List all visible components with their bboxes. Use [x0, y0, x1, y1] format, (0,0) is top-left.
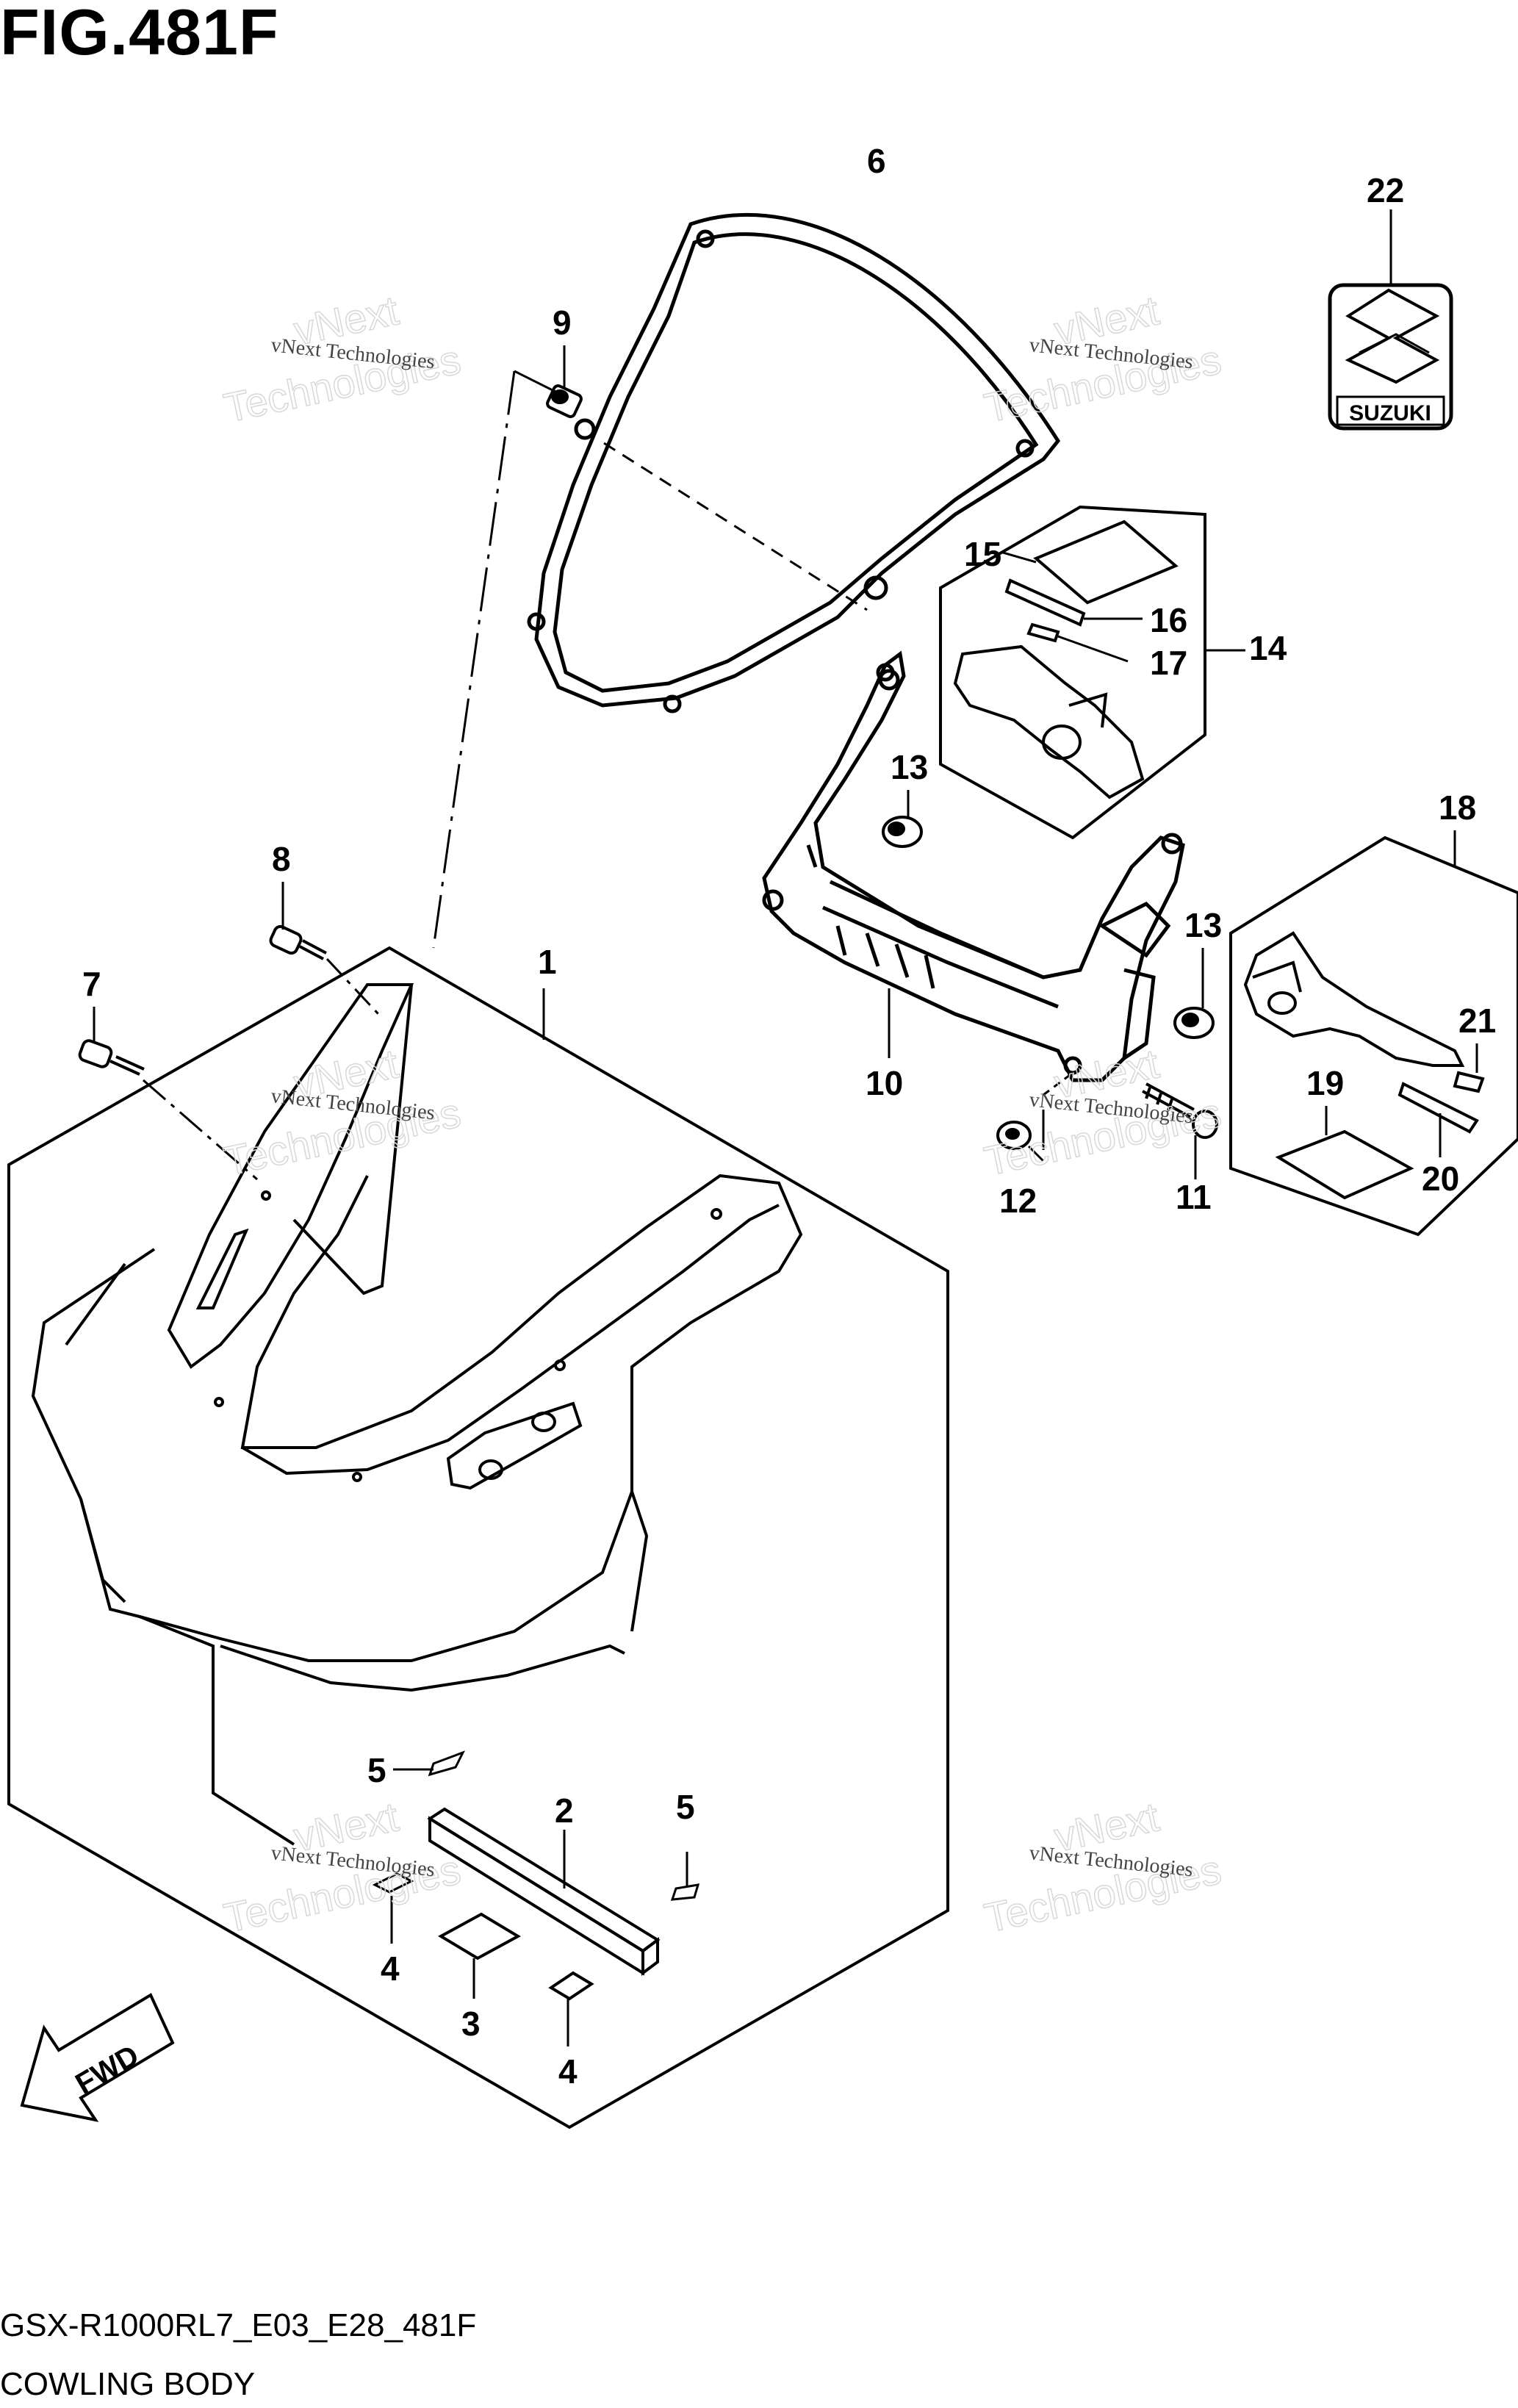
grommet-part-13-right — [1173, 1007, 1215, 1039]
strip-part-17 — [1026, 622, 1060, 643]
callout-20: 20 — [1422, 1160, 1459, 1198]
callout-14: 14 — [1249, 629, 1287, 667]
callout-12: 12 — [999, 1182, 1037, 1220]
callout-1: 1 — [538, 943, 557, 981]
bolt-part-11 — [1142, 1082, 1218, 1139]
kit-box-part-14 — [939, 505, 1206, 840]
callout-5a: 5 — [367, 1751, 386, 1789]
callout-18: 18 — [1439, 788, 1476, 827]
watermark-2: Technologies vNext vNext Technologies — [980, 287, 1226, 432]
pad-part-3 — [437, 1912, 522, 1960]
strip-part-21 — [1453, 1071, 1485, 1093]
callout-22: 22 — [1367, 171, 1404, 209]
watermark-3: Technologies vNext vNext Technologies — [220, 1040, 465, 1185]
callout-2: 2 — [555, 1791, 574, 1830]
screw-part-7 — [78, 1039, 145, 1076]
callout-5b: 5 — [676, 1788, 695, 1826]
callout-15: 15 — [964, 535, 1001, 573]
watermark-5: Technologies vNext vNext Technologies — [220, 1793, 465, 1942]
fwd-arrow-icon: FWD — [20, 1993, 175, 2122]
callout-8: 8 — [272, 840, 291, 878]
strip-part-20 — [1398, 1082, 1479, 1134]
label-part-5a — [428, 1750, 466, 1777]
label-part-4a — [372, 1872, 414, 1894]
cowling-box-part-1 — [7, 946, 949, 2130]
callout-13a: 13 — [891, 748, 928, 786]
callout-7: 7 — [82, 965, 101, 1003]
sheet-part-15 — [1033, 520, 1179, 605]
rubber-guard-kit — [953, 644, 1145, 799]
screw-part-9 — [546, 384, 583, 418]
windscreen-part-6 — [527, 212, 1061, 714]
watermark-6: Technologies vNext vNext Technologies — [980, 1793, 1226, 1942]
callout-6: 6 — [867, 142, 886, 180]
callout-3: 3 — [461, 2005, 481, 2043]
section-name: COWLING BODY — [0, 2366, 256, 2402]
label-part-5b — [670, 1883, 700, 1901]
emblem-text: SUZUKI — [1349, 401, 1431, 425]
callout-21: 21 — [1458, 1002, 1496, 1040]
callout-numbers: 1 2 3 4 4 5 5 6 7 8 9 10 11 12 13 13 14 … — [82, 142, 1496, 2091]
callout-11: 11 — [1176, 1178, 1212, 1216]
emblem-part-22: SUZUKI — [1328, 283, 1453, 431]
leader-9-to-cowling — [432, 370, 516, 949]
stay-part-10 — [762, 650, 1185, 1082]
label-part-4b — [548, 1971, 594, 2001]
grommet-part-13-upper — [882, 816, 923, 848]
callout-16: 16 — [1150, 601, 1187, 639]
callout-19: 19 — [1306, 1064, 1344, 1102]
kit-box-part-18 — [1229, 835, 1518, 1237]
strip-part-16 — [1004, 578, 1086, 627]
callout-13b: 13 — [1184, 906, 1222, 944]
figure-title: FIG.481F — [0, 0, 279, 68]
callout-9: 9 — [553, 303, 572, 342]
screw-part-8 — [269, 924, 327, 960]
callout-4b: 4 — [558, 2052, 578, 2091]
watermark-1: Technologies vNext vNext Technologies — [220, 287, 465, 432]
sheet-part-19 — [1275, 1129, 1414, 1200]
watermark-4: Technologies vNext vNext Technologies — [980, 1040, 1226, 1185]
callout-10: 10 — [866, 1064, 903, 1102]
model-code: GSX-R1000RL7_E03_E28_481F — [0, 2307, 477, 2343]
callout-4a: 4 — [381, 1949, 400, 1988]
nut-part-12 — [996, 1121, 1032, 1150]
callout-17: 17 — [1150, 644, 1187, 682]
dashed-leader — [603, 442, 868, 611]
rubber-guard-kit-18 — [1243, 931, 1465, 1067]
cowling-body — [31, 983, 803, 1846]
strip-part-2 — [427, 1807, 661, 1976]
